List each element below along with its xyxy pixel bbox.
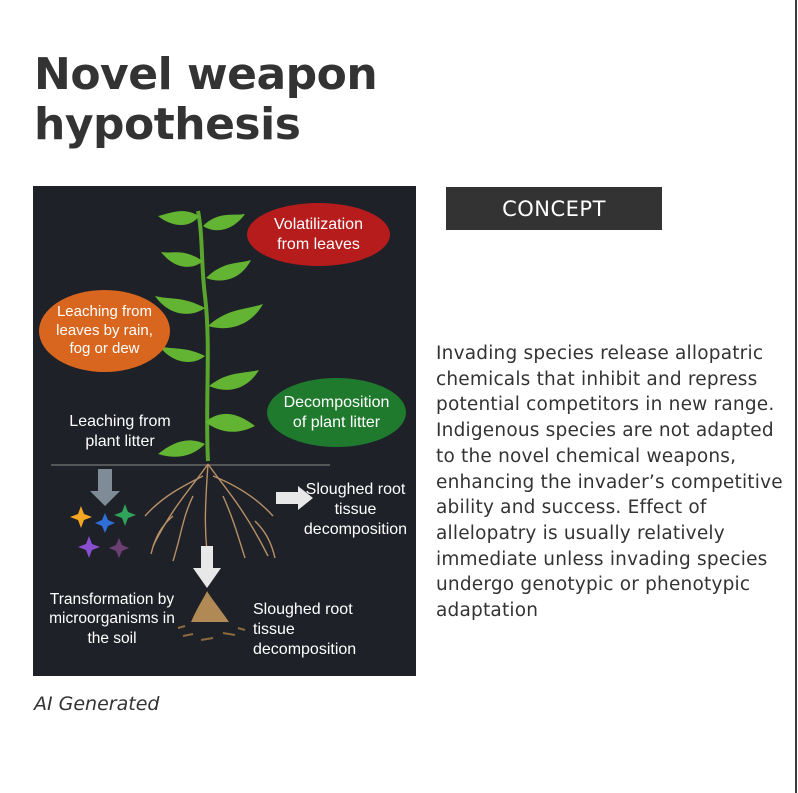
leaching-leaves-bubble: Leaching from leaves by rain, fog or dew [39, 290, 170, 372]
sloughed-root-label-1: Sloughed root tissue decomposition [303, 481, 408, 538]
transformation-label: Transformation by microorganisms in the … [49, 591, 175, 647]
page-title: Novel weapon hypothesis [34, 49, 378, 150]
volatilization-bubble: Volatilization from leaves [247, 203, 390, 266]
sloughed-root-label-2: Sloughed root tissue decomposition [253, 601, 357, 658]
concept-tag: CONCEPT [446, 187, 662, 230]
plant-stem [196, 210, 210, 462]
decomposing-root-pile [177, 591, 246, 641]
leaching-litter-label: Leaching from plant litter [69, 413, 171, 450]
plant-diagram-art [51, 210, 330, 641]
plant-leaves [155, 211, 263, 457]
description-text: Invading species release allopatric chem… [436, 343, 783, 622]
volatilization-label: Volatilization from leaves [274, 215, 363, 253]
chemical-sparkles [70, 504, 136, 558]
page-right-border [795, 0, 797, 793]
decomposition-litter-label: Decomposition of plant litter [283, 393, 390, 431]
allelopathy-illustration: Volatilization from leaves Leaching from… [33, 186, 416, 676]
leaching-leaves-label: Leaching from leaves by rain, fog or dew [56, 302, 153, 358]
decomposition-litter-bubble: Decomposition of plant litter [267, 378, 406, 447]
image-caption: AI Generated [34, 693, 160, 715]
diagram-arrows [90, 469, 313, 588]
